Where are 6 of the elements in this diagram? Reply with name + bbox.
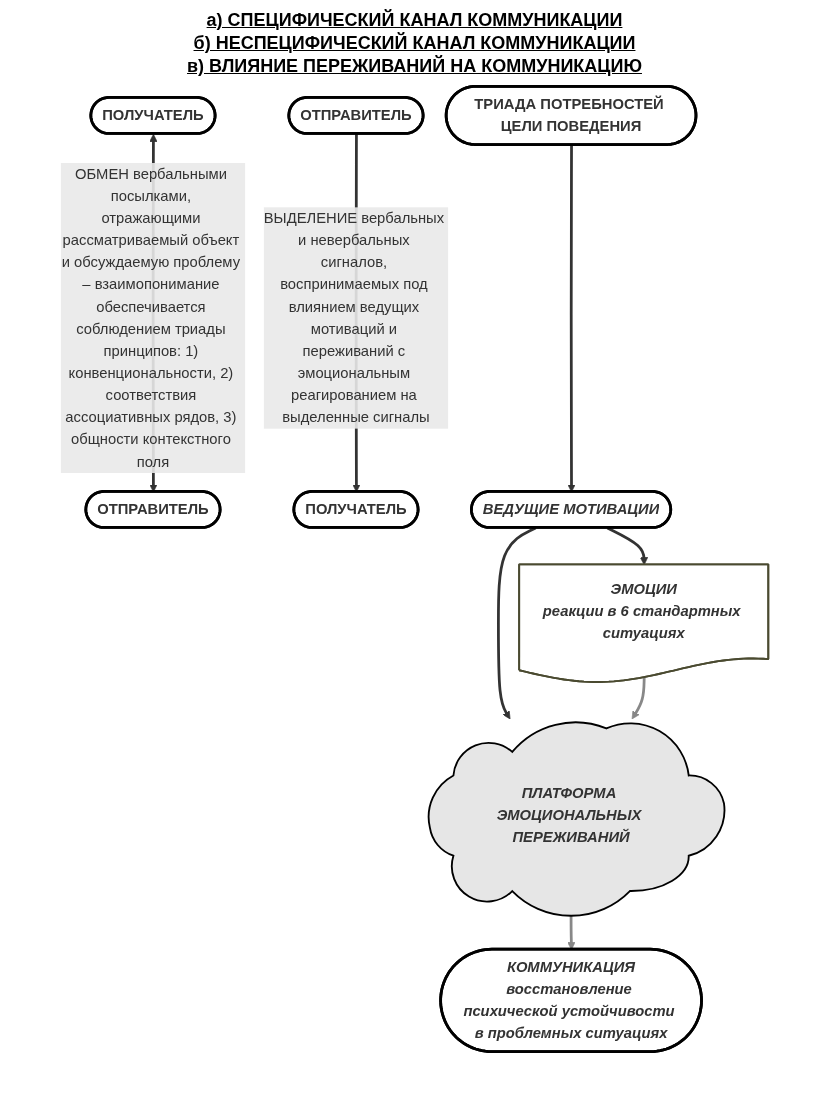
arrow (631, 677, 646, 720)
section-heading: а) СПЕЦИФИЧЕСКИЙ КАНАЛ КОММУНИКАЦИИ (205, 10, 624, 31)
section-heading: б) НЕСПЕЦИФИЧЕСКИЙ КАНАЛ КОММУНИКАЦИИ (192, 33, 637, 54)
edge-label: ОБМЕН вербальными посылками, отражающими рассматриваемый объект и обсуждаемую проблему – взаимопонимание обеспечивается соблюдением триады принципов: 1) конвенциональности, 2) соответствия ассоциативных рядов, 3) общности контекстного поля (61, 165, 241, 470)
section-heading: в) ВЛИЯНИЕ ПЕРЕЖИВАНИЙ НА КОММУНИКАЦИЮ (186, 56, 643, 77)
edge-label: ВЫДЕЛЕНИЕ вербальных и невербальных сигналов, воспринимаемых под влиянием ведущих мотиваций и переживаний с эмоциональным реагированием на выделенные сигналы (263, 210, 445, 426)
